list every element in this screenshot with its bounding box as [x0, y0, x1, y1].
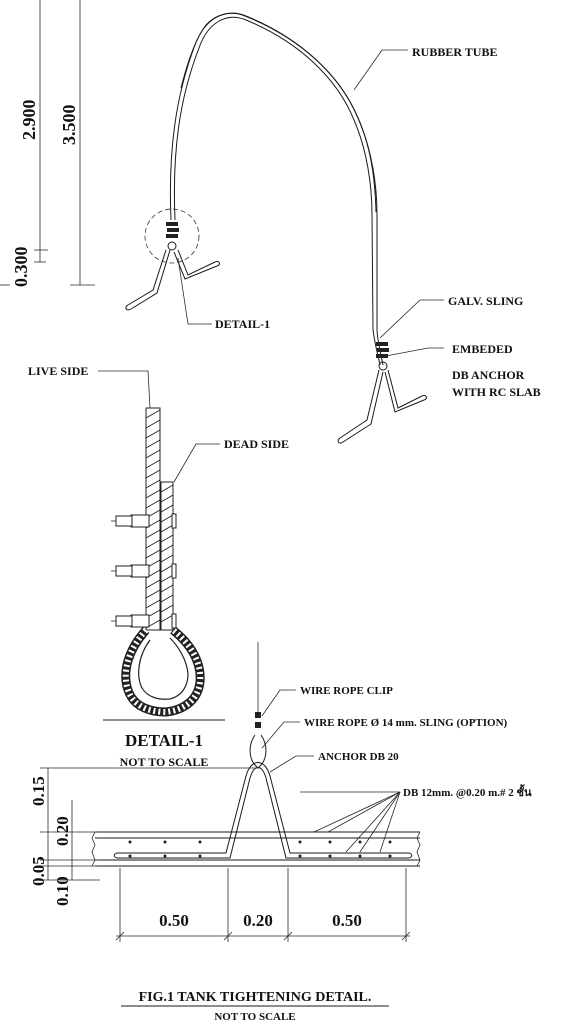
dim-005: 0.05 [29, 856, 48, 886]
section-anchor [113, 762, 413, 859]
dim-020-v: 0.20 [53, 816, 72, 846]
rc-slab [91, 831, 421, 867]
live-side-leader [98, 370, 151, 409]
anchor-db20-leader [269, 755, 314, 773]
dim-3500: 3.500 [59, 105, 79, 146]
wire-rope-clip-label: WIRE ROPE CLIP [300, 685, 393, 697]
figure-subtitle: NOT TO SCALE [214, 1011, 295, 1023]
wire-rope-clip-leader [261, 689, 296, 717]
rebar-label: DB 12mm. @0.20 m.# 2 ชั้น [403, 784, 532, 799]
figure-title: FIG.1 TANK TIGHTENING DETAIL. [139, 990, 372, 1005]
galv-sling-leader [379, 299, 444, 339]
detail-1-ref-label: DETAIL-1 [215, 317, 270, 331]
section-turnbuckle [249, 712, 267, 769]
detail-subtitle: NOT TO SCALE [120, 755, 209, 769]
rebar-leaders [300, 791, 401, 853]
section-vertical-dims [40, 767, 260, 881]
dim-015: 0.15 [29, 776, 48, 806]
wire-rope-sling-label: WIRE ROPE Ø 14 mm. SLING (OPTION) [304, 717, 508, 729]
detail-1-leader [177, 257, 212, 325]
rubber-tube-leader [353, 49, 408, 91]
detail-title: DETAIL-1 [125, 731, 203, 750]
with-rc-slab-label: WITH RC SLAB [452, 385, 541, 399]
right-anchor-bar [337, 369, 427, 444]
top-dimension-lines [0, 0, 95, 286]
dim-050-a: 0.50 [159, 911, 189, 930]
left-clips [166, 222, 179, 251]
dead-side-leader [173, 443, 220, 483]
dim-010: 0.10 [53, 876, 72, 906]
wire-rope-clips [111, 513, 177, 629]
dim-020-h: 0.20 [243, 911, 273, 930]
sling-arch [169, 12, 384, 366]
embeded-label: EMBEDED [452, 342, 513, 356]
galv-sling-label: GALV. SLING [448, 294, 523, 308]
dim-2900: 2.900 [19, 100, 39, 141]
wire-rope-sling-leader [261, 721, 300, 749]
live-side-label: LIVE SIDE [28, 364, 88, 378]
section-horizontal-dims [115, 868, 411, 942]
embeded-leader [385, 347, 444, 357]
rebar-dots [128, 840, 392, 858]
anchor-db20-label: ANCHOR DB 20 [318, 751, 399, 763]
db-anchor-label: DB ANCHOR [452, 368, 525, 382]
right-clips [376, 342, 389, 371]
detail-1-circle [144, 208, 200, 264]
dim-050-b: 0.50 [332, 911, 362, 930]
wire-rope [121, 407, 205, 717]
rubber-tube-label: RUBBER TUBE [412, 45, 497, 59]
dim-0300: 0.300 [11, 247, 31, 288]
dead-side-label: DEAD SIDE [224, 437, 289, 451]
left-anchor-bar [125, 249, 220, 311]
